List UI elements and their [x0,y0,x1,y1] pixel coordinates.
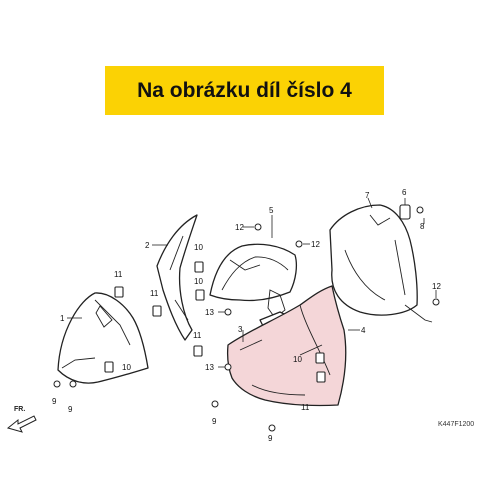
callout-9b: 9 [68,405,73,414]
callout-12a: 12 [235,223,244,232]
screw-12-a [254,223,262,231]
callout-11d: 11 [301,403,310,412]
clip-11-a [114,286,124,298]
callout-9a: 9 [52,397,57,406]
callout-11a: 11 [114,270,123,279]
callout-13b: 13 [205,363,214,372]
banner-text: Na obrázku díl číslo 4 [137,78,352,102]
callout-4: 4 [361,326,366,335]
diagram-code: K447F1200 [438,421,475,428]
part-side-strip [156,214,198,341]
clip-11-b [152,305,162,317]
front-direction-arrow [6,415,37,433]
leader-lines [67,197,437,368]
callout-11b: 11 [150,289,159,298]
part-6-clip [399,204,411,220]
screw-12-b [295,240,303,248]
screw-13-b [224,363,232,371]
callout-1: 1 [60,314,65,323]
clip-11-c [193,345,203,357]
callout-7: 7 [365,191,370,200]
clip-10-d [315,352,325,364]
clip-10-a [194,261,204,273]
screw-12-c [432,298,440,306]
screw-9-b [69,380,77,388]
callout-10d: 10 [293,355,302,364]
screw-13-a [224,308,232,316]
part-center-panel [209,243,297,319]
callout-8: 8 [420,222,425,231]
callout-12b: 12 [311,240,320,249]
callout-10a: 10 [194,243,203,252]
callout-9c: 9 [212,417,217,426]
part-8-screw [416,206,424,214]
callout-13a: 13 [205,308,214,317]
callout-11c: 11 [193,331,202,340]
callout-10c: 10 [122,363,131,372]
clip-11-d [316,371,326,383]
callout-9d: 9 [268,434,273,443]
callout-2: 2 [145,241,150,250]
screw-9-d [268,424,276,432]
callout-10b: 10 [194,277,203,286]
callout-numbers: 1 2 3 4 5 6 7 8 9 9 9 9 10 10 10 10 11 1… [52,188,441,443]
screw-9-c [211,400,219,408]
callout-12c: 12 [432,282,441,291]
callout-5: 5 [269,206,274,215]
callout-6: 6 [402,188,407,197]
part-right-inner-cowl [329,204,433,323]
part-4-side-cowl-highlight [226,285,347,407]
part-number-banner: Na obrázku díl číslo 4 [105,66,384,115]
part-front-cowl [57,292,149,384]
clip-10-c [104,361,114,373]
clip-10-b [195,289,205,301]
callout-3: 3 [238,325,243,334]
front-direction-label: FR. [14,406,26,413]
screw-9-a [53,380,61,388]
